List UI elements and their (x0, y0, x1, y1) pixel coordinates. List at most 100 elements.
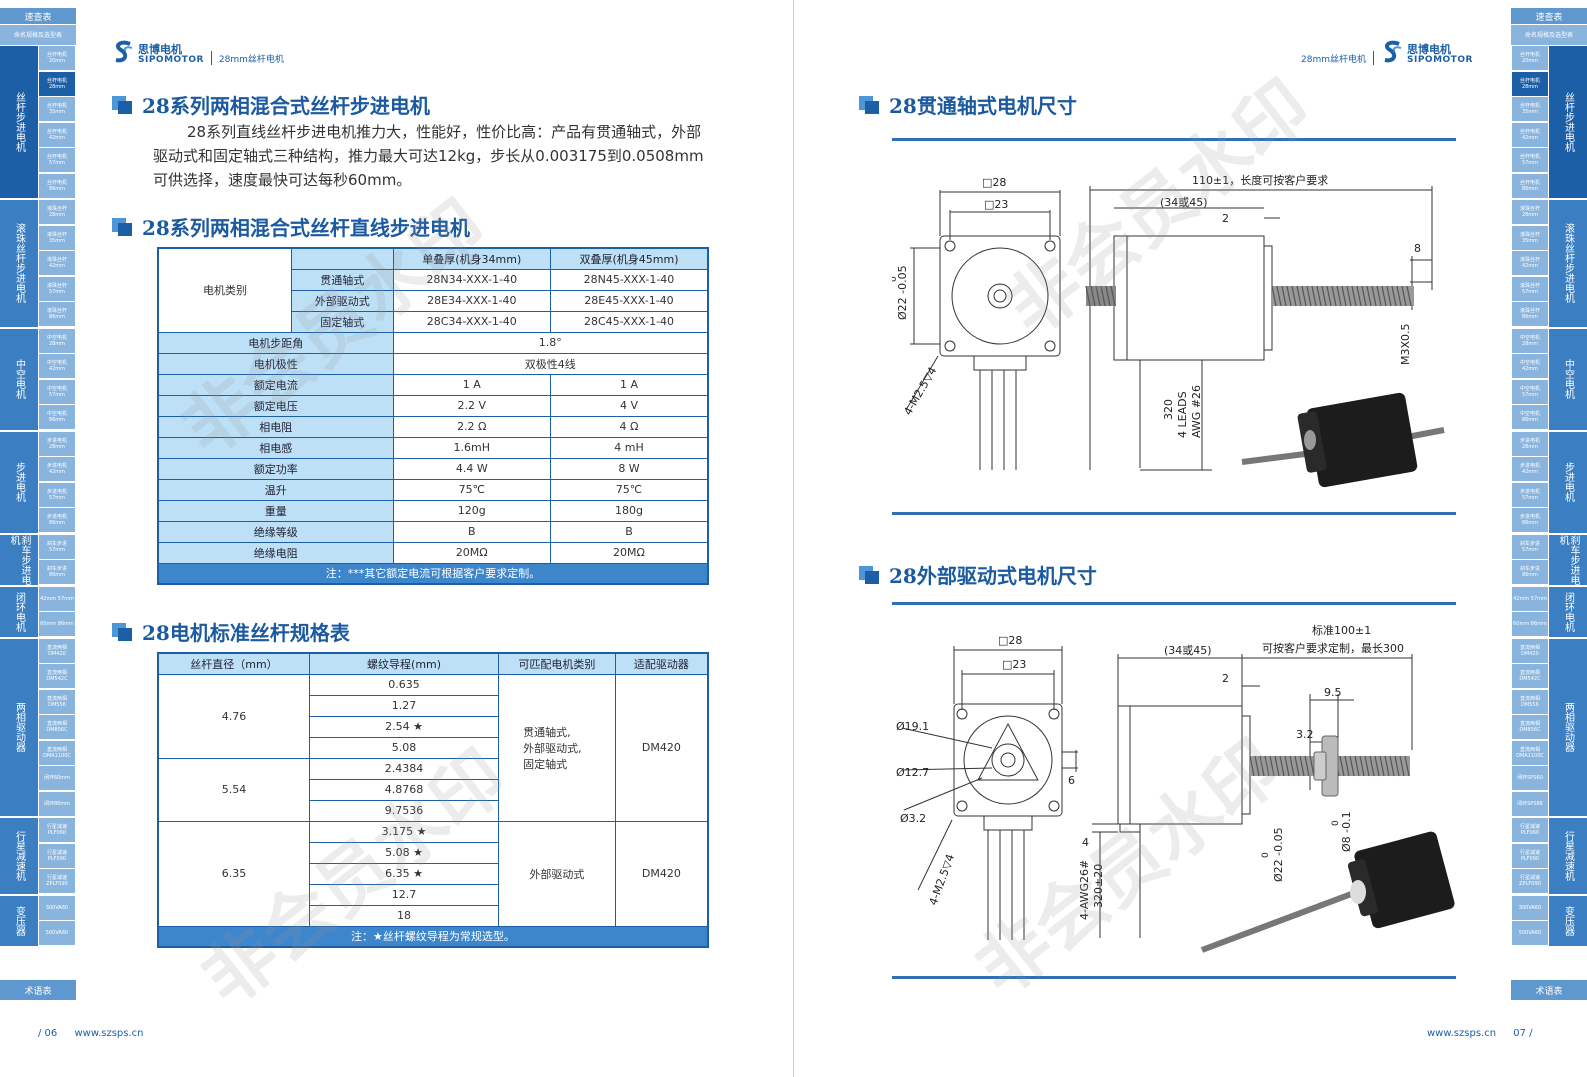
strip-sub-item[interactable]: 行星减速ZPLF090 (39, 869, 75, 893)
strip-section-5[interactable]: 闭环电机 (1549, 586, 1587, 637)
strip-section-2[interactable]: 中空电机 (1549, 328, 1587, 430)
strip-sub-item[interactable]: 刹车步进86mm (39, 560, 75, 584)
strip-sub-item[interactable]: 500VA60 (39, 921, 75, 945)
strip-sub-item[interactable]: 300VA60 (39, 895, 75, 920)
strip-section-7[interactable]: 行星减速机 (0, 818, 38, 894)
strip-sub-item[interactable]: 直流两相DM542C (1512, 664, 1548, 688)
strip-bottom-glossary[interactable]: 术语表 (0, 980, 76, 1000)
strip-sub-item[interactable]: 丝杆电机86mm (39, 173, 75, 198)
strip-sub-item[interactable]: 直流两相DM856C (39, 715, 75, 739)
strip-sub-item[interactable]: 中空电机86mm (39, 405, 75, 429)
thread-line (1321, 285, 1327, 307)
strip-sub-item[interactable]: 滚珠丝杆42mm (39, 251, 75, 275)
strip-sub-item[interactable]: 刹车步进86mm (1512, 560, 1548, 584)
strip-sub-item[interactable]: 步进电机42mm (1512, 457, 1548, 481)
strip-section-3[interactable]: 步进电机 (0, 431, 38, 533)
strip-top-selection[interactable]: 命名规格及选型表 (1511, 25, 1587, 45)
strip-sub-item[interactable]: 丝杆电机42mm (1512, 122, 1548, 147)
strip-sub-item[interactable]: 步进电机28mm (1512, 431, 1548, 456)
strip-sub-item[interactable]: 步进电机57mm (39, 482, 75, 507)
strip-section-4[interactable]: 刹车步进电机 (1549, 534, 1587, 585)
strip-sub-item[interactable]: 行星减速PLF090 (1512, 843, 1548, 868)
strip-sub-item[interactable]: 直流两相DM542C (39, 664, 75, 688)
strip-sub-item[interactable]: 步进电机28mm (39, 431, 75, 456)
strip-sub-item[interactable]: 直流两相DM420 (1512, 638, 1548, 663)
strip-sub-item[interactable]: 500VA60 (1512, 921, 1548, 945)
strip-sub-item[interactable]: 闭环60mm (39, 766, 75, 790)
strip-sub-item[interactable]: 丝杆电机57mm (39, 148, 75, 172)
strip-section-1[interactable]: 滚珠丝杆步进电机 (1549, 200, 1587, 327)
dim-320: 320 (1162, 399, 1175, 420)
heading-linear-text: 28系列两相混合式丝杆直线步进电机 (142, 216, 470, 240)
strip-sub-item[interactable]: 步进电机86mm (39, 508, 75, 532)
strip-section-4[interactable]: 刹车步进电机 (0, 534, 38, 585)
strip-sub-item[interactable]: 60mm 86mm (1512, 612, 1548, 636)
strip-sub-item[interactable]: 闭环SPS60 (1512, 766, 1548, 790)
strip-sub-item[interactable]: 直流两相DM556 (1512, 689, 1548, 714)
strip-sub-item[interactable]: 闭环86mm (39, 791, 75, 816)
strip-sub-item[interactable]: 滚珠丝杆35mm (1512, 225, 1548, 250)
strip-sub-item[interactable]: 直流两相DM856C (1512, 715, 1548, 739)
strip-section-7[interactable]: 行星减速机 (1549, 818, 1587, 894)
thread-line (1366, 285, 1372, 307)
strip-sub-item[interactable]: 步进电机57mm (1512, 482, 1548, 507)
strip-section-3[interactable]: 步进电机 (1549, 431, 1587, 533)
strip-top-selection[interactable]: 命名规格及选型表 (0, 25, 76, 45)
strip-sub-item[interactable]: 闭环SPS86 (1512, 791, 1548, 816)
strip-sub-item[interactable]: 丝杆电机28mm (39, 71, 75, 96)
strip-sub-item[interactable]: 行星减速PLF060 (39, 818, 75, 842)
strip-sub-item[interactable]: 滚珠丝杆86mm (39, 302, 75, 326)
strip-sub-item[interactable]: 中空电机86mm (1512, 405, 1548, 429)
strip-top-quick-ref[interactable]: 速查表 (0, 8, 76, 24)
strip-sub-item[interactable]: 滚珠丝杆35mm (39, 225, 75, 250)
strip-sub-item[interactable]: 刹车步进57mm (1512, 534, 1548, 559)
strip-sub-item[interactable]: 刹车步进57mm (39, 534, 75, 559)
strip-sub-item[interactable]: 42mm 57mm (39, 586, 75, 611)
strip-sub-item[interactable]: 滚珠丝杆42mm (1512, 251, 1548, 275)
strip-sub-item[interactable]: 42mm 57mm (1512, 586, 1548, 611)
strip-sub-item[interactable]: 直流两相DM420 (39, 638, 75, 663)
strip-sub-item[interactable]: 中空电机57mm (39, 379, 75, 404)
strip-section-6[interactable]: 两相驱动器 (1549, 638, 1587, 816)
strip-section-5[interactable]: 闭环电机 (0, 586, 38, 637)
strip-section-8[interactable]: 变压器 (0, 895, 38, 946)
strip-sub-item[interactable]: 步进电机42mm (39, 457, 75, 481)
strip-sub-item[interactable]: 直流两相DMA1100C (39, 740, 75, 765)
strip-bottom-glossary[interactable]: 术语表 (1511, 980, 1587, 1000)
strip-sub-item[interactable]: 中空电机28mm (39, 328, 75, 353)
strip-sub-item[interactable]: 滚珠丝杆86mm (1512, 302, 1548, 326)
strip-sub-item[interactable]: 丝杆电机20mm (1512, 46, 1548, 70)
strip-sub-item[interactable]: 丝杆电机57mm (1512, 148, 1548, 172)
dim-phi12: Ø12.7 (896, 766, 929, 779)
strip-sub-item[interactable]: 丝杆电机35mm (39, 97, 75, 121)
strip-sub-item[interactable]: 滚珠丝杆28mm (39, 200, 75, 224)
strip-sub-item[interactable]: 中空电机28mm (1512, 328, 1548, 353)
strip-sub-item[interactable]: 滚珠丝杆57mm (1512, 276, 1548, 301)
strip-section-1[interactable]: 滚珠丝杆步进电机 (0, 200, 38, 327)
strip-section-0[interactable]: 丝杆步进电机 (0, 46, 38, 198)
strip-sub-item[interactable]: 中空电机42mm (39, 354, 75, 378)
strip-section-2[interactable]: 中空电机 (0, 328, 38, 430)
strip-sub-item[interactable]: 行星减速PLF090 (39, 843, 75, 868)
strip-section-0[interactable]: 丝杆步进电机 (1549, 46, 1587, 198)
strip-sub-item[interactable]: 步进电机86mm (1512, 508, 1548, 532)
strip-sub-item[interactable]: 中空电机57mm (1512, 379, 1548, 404)
strip-sub-item[interactable]: 丝杆电机35mm (1512, 97, 1548, 121)
strip-sub-item[interactable]: 直流两相DM556 (39, 689, 75, 714)
strip-sub-item[interactable]: 丝杆电机28mm (1512, 71, 1548, 96)
strip-sub-item[interactable]: 行星减速PLF060 (1512, 818, 1548, 842)
strip-sub-item[interactable]: 丝杆电机20mm (39, 46, 75, 70)
strip-sub-item[interactable]: 300VA60 (1512, 895, 1548, 920)
strip-sub-item[interactable]: 中空电机42mm (1512, 354, 1548, 378)
strip-sub-item[interactable]: 丝杆电机86mm (1512, 173, 1548, 198)
strip-top-quick-ref[interactable]: 速查表 (1511, 8, 1587, 24)
strip-sub-item[interactable]: 滚珠丝杆28mm (1512, 200, 1548, 224)
strip-sub-item[interactable]: 60mm 86mm (39, 612, 75, 636)
strip-section-6[interactable]: 两相驱动器 (0, 638, 38, 816)
strip-section-8[interactable]: 变压器 (1549, 895, 1587, 946)
strip-sub-item[interactable]: 直流两相DMA1100C (1512, 740, 1548, 765)
strip-sub-item[interactable]: 丝杆电机42mm (39, 122, 75, 147)
strip-sub-item[interactable]: 行星减速ZPLF090 (1512, 869, 1548, 893)
strip-sub-item[interactable]: 滚珠丝杆57mm (39, 276, 75, 301)
